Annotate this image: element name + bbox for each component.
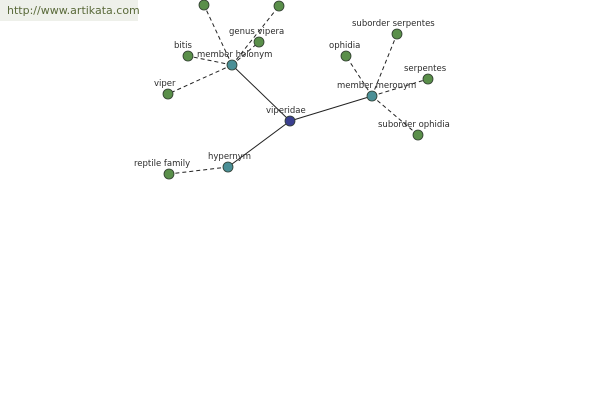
edge-center-holonym [231,64,291,122]
edge-hypernym-reptile-family [168,166,229,175]
edge-meronym-serpentes [371,78,429,97]
label-genus-vipera: genus vipera [229,27,284,37]
node-member-holonym[interactable] [226,59,238,71]
label-suborder-ophidia: suborder ophidia [378,120,450,130]
label-ophidia: ophidia [329,41,360,51]
node-bitis[interactable] [182,50,194,62]
node-leaf[interactable] [273,0,285,12]
edge-holonym-bitis [187,55,233,66]
node-viperidae[interactable] [284,115,296,127]
node-leaf[interactable] [198,0,210,11]
node-serpentes[interactable] [422,73,434,85]
label-viperidae: viperidae [266,106,306,116]
edge-holonym-genus-vipera [231,41,260,66]
node-hypernym[interactable] [222,161,234,173]
label-hypernym: hypernym [208,152,251,162]
label-viper: viper [154,79,176,89]
node-genus-vipera[interactable] [253,36,265,48]
edge-center-hypernym [227,120,291,168]
label-bitis: bitis [174,41,192,51]
node-member-meronym[interactable] [366,90,378,102]
label-serpentes: serpentes [404,64,447,74]
edge-meronym-ophidia [345,55,373,97]
site-watermark: http://www.artikata.com [0,0,140,21]
label-suborder-serpentes: suborder serpentes [352,19,435,29]
edge-meronym-suborder-ophidia [371,95,419,136]
node-reptile-family[interactable] [163,168,175,180]
label-member-holonym: member holonym [197,50,272,60]
edge-center-meronym [289,95,373,122]
label-member-meronym: member meronym [337,81,416,91]
node-viper[interactable] [162,88,174,100]
node-suborder-ophidia[interactable] [412,129,424,141]
label-reptile-family: reptile family [134,159,190,169]
node-ophidia[interactable] [340,50,352,62]
edge-holonym-viper [167,64,233,95]
node-suborder-serpentes[interactable] [391,28,403,40]
edge-holonym-leaf [231,5,280,66]
